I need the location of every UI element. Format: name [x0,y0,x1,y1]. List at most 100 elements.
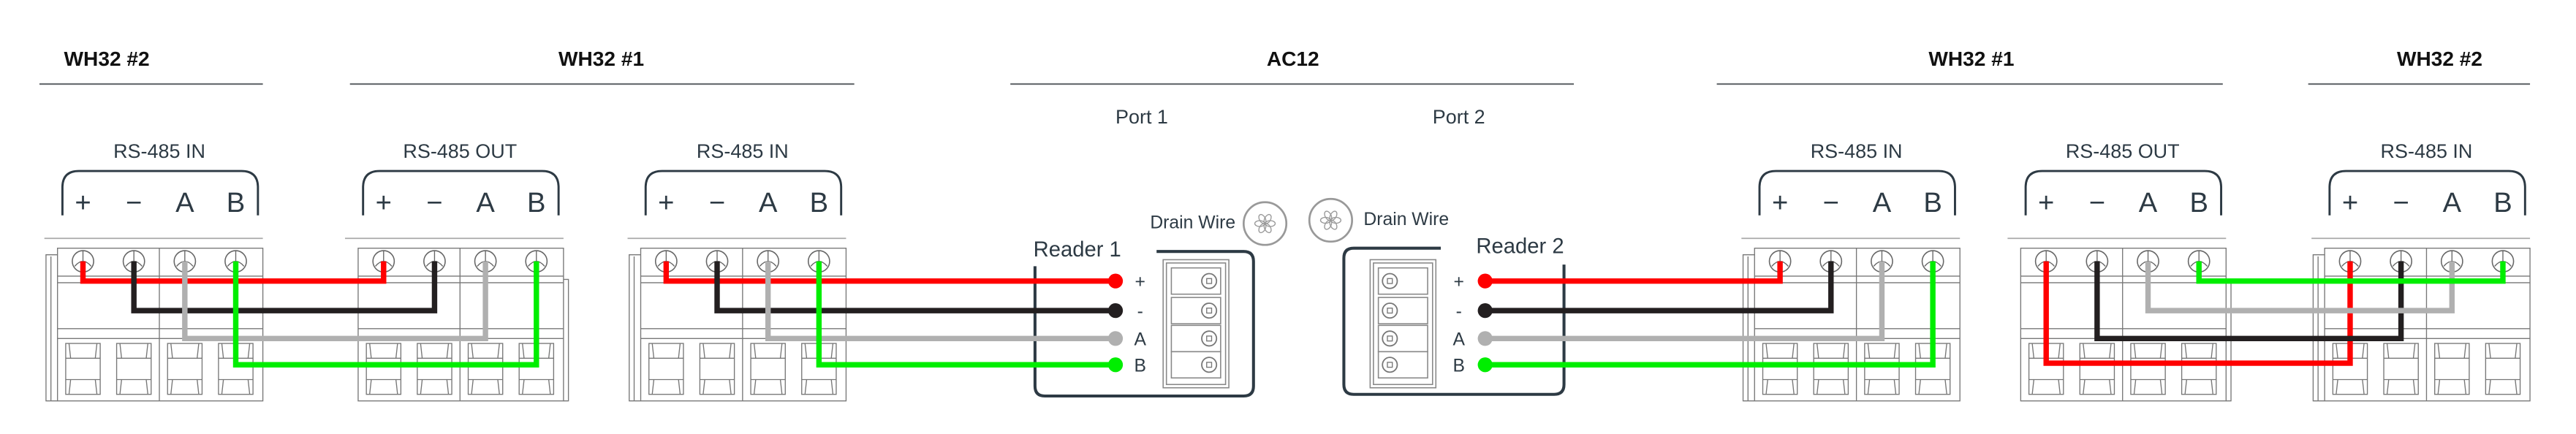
reader-2-terminal-plus [1477,273,1493,289]
release-lever [2181,343,2217,395]
release-lever [1813,343,1849,395]
reader-1-port: Reader 1 Drain Wire [1033,201,1288,397]
terminal-symbol: − [1823,187,1839,218]
terminal-symbol: B [810,187,828,218]
wire-minus [1485,261,1834,313]
terminal-symbol: + [2038,187,2054,218]
terminal-symbol: + [376,187,392,218]
connector-cell [1170,324,1221,353]
release-lever [65,343,101,395]
drain-wire-1-icon [1242,201,1288,246]
connector-cell [1170,297,1221,324]
terminal-bracket [2328,170,2526,216]
release-lever [1762,343,1798,395]
terminal-bracket [644,170,843,216]
reader-1-pin-label: - [1137,302,1143,321]
connector-cell [1377,324,1428,353]
terminal-symbol: B [227,187,245,218]
header-wh32-2-right: WH32 #2 [2397,47,2482,70]
release-lever [648,343,684,395]
port-2-label: Port 2 [1433,106,1485,128]
release-lever [467,343,504,395]
block-label: RS-485 IN [697,140,789,162]
reader-2-connector [1369,259,1437,389]
reader-2-pin-label: B [1452,356,1465,376]
drain-wire-2-icon [1308,197,1353,243]
release-lever [365,343,402,395]
terminal-symbol: B [527,187,545,218]
connector-pin-icon [1201,357,1218,373]
terminal-symbol: + [1772,187,1788,218]
terminal-symbol: − [126,187,142,218]
terminal-symbol: A [175,187,194,218]
release-lever [2434,343,2470,395]
wire-minus [131,261,438,313]
reader-2-pin-label: - [1456,302,1462,321]
terminal-block-body [629,248,847,402]
wire-b [2196,261,2506,284]
release-lever [417,343,452,395]
block-label: RS-485 IN [2381,140,2473,162]
reader-1-housing [1033,250,1255,397]
terminal-symbol: + [658,187,674,218]
wire-b [816,261,1116,368]
reader-1-terminal-plus [1107,273,1124,289]
reader-2-pin-label: A [1452,330,1465,349]
terminal-block-body [2312,248,2531,402]
reader-1-pin-label: A [1134,330,1146,349]
header-wh32-1-right: WH32 #1 [1928,47,2014,70]
terminal-bracket [61,170,260,216]
terminal-symbol: A [2139,187,2158,218]
release-lever [2079,343,2115,395]
terminal-symbol: B [1923,187,1942,218]
terminal-bracket [362,170,560,216]
connector-pin-icon [1382,357,1398,373]
connector-cell [1377,297,1428,324]
release-lever [2485,343,2521,395]
wire-a [765,261,1116,342]
connector-cell [1377,351,1428,379]
release-lever [750,343,786,395]
reader-1-pin-label: + [1135,273,1145,292]
terminal-symbol: B [2189,187,2208,218]
terminal-symbol: A [2443,187,2462,218]
connector-pin-icon [1201,273,1218,289]
connector-cell [1377,267,1428,295]
header-wh32-1-left: WH32 #1 [558,47,644,70]
release-lever [2383,343,2419,395]
reader-1-terminal-minus [1107,302,1124,319]
release-lever [2130,343,2166,395]
terminal-symbol: − [2089,187,2105,218]
wire-plus [663,261,1116,284]
connector-pin-icon [1201,330,1218,347]
block-label: RS-485 OUT [2066,140,2180,162]
reader-2-terminal-b [1477,357,1493,373]
terminal-symbol: + [75,187,91,218]
connector-pin-icon [1382,273,1398,289]
port-1-label: Port 1 [1115,106,1168,128]
connector-pin-icon [1382,302,1398,319]
terminal-bracket [1758,170,1956,216]
drain-wire-1-label: Drain Wire [1150,213,1235,233]
release-lever [1864,343,1900,395]
connector-cell [1170,351,1221,379]
terminal-symbol: − [426,187,442,218]
terminal-symbol: − [709,187,725,218]
wire-b [1485,261,1936,368]
wire-a [182,261,488,342]
connector-pin-icon [1382,330,1398,347]
reader-2-terminal-a [1477,331,1493,346]
terminal-symbol: + [2342,187,2358,218]
reader-1-terminal-a [1107,331,1124,346]
reader-1-label: Reader 1 [1034,238,1121,262]
terminal-symbol: B [2493,187,2512,218]
reader-1-terminal-b [1107,357,1124,373]
wire-minus [2094,261,2404,342]
drain-wire-2-label: Drain Wire [1363,210,1449,229]
connector-pin-icon [1201,302,1218,319]
reader-1-pin-label: B [1134,356,1146,376]
connector-cell [1170,267,1221,295]
